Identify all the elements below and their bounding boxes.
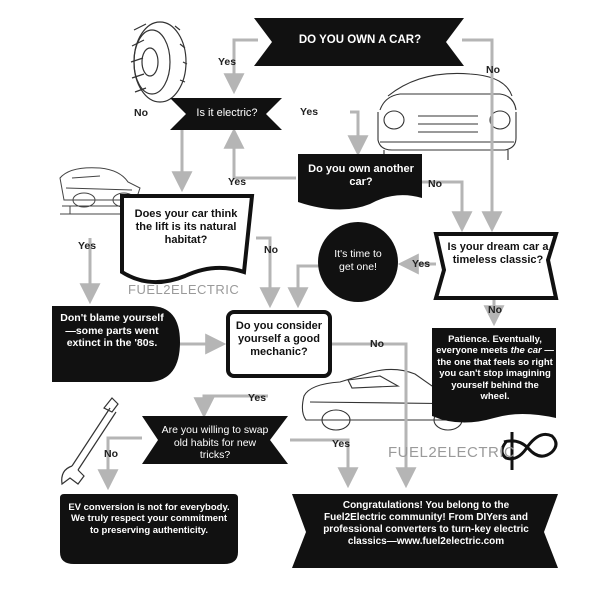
congrats-text: Congratulations! You belong to the Fuel2… <box>323 500 529 547</box>
label-no-swap-to-ev: No <box>104 448 118 460</box>
label-yes-own-to-electric: Yes <box>218 56 237 68</box>
label-no-electric-to-lift: No <box>134 107 148 119</box>
own-car-node-shape <box>254 18 464 66</box>
own-car-question: DO YOU OWN A CAR? <box>298 34 422 46</box>
label-no-dream-to-patience: No <box>488 304 502 316</box>
label-no-another-to-dream: No <box>428 178 442 190</box>
patience-text-emphasis: the car <box>510 345 542 357</box>
lift-habitat-question: Does your car think the lift is its natu… <box>134 208 238 247</box>
is-electric-node-shape <box>170 98 282 130</box>
wrench-icon <box>61 397 119 486</box>
patience-node-shape <box>432 328 556 423</box>
label-yes-another-to-electric: Yes <box>228 176 247 188</box>
tire-icon <box>130 21 188 103</box>
ev-not-for-text: EV conversion is not for everybody. We t… <box>68 502 230 536</box>
time-to-get-node-shape <box>318 222 398 302</box>
brand-wordmark-right: FUEL2ELECTRIC <box>388 444 516 461</box>
dream-car-node-shape <box>433 232 559 300</box>
label-no-own-to-dream: No <box>486 64 500 76</box>
dont-blame-node-shape <box>52 306 180 382</box>
time-to-get-text: It's time to get one! <box>334 248 382 273</box>
patience-text: Patience. Eventually, everyone meets the… <box>436 334 554 402</box>
label-yes-lift-to-blame: Yes <box>78 240 97 252</box>
label-yes-mechanic-to-swap: Yes <box>248 392 267 404</box>
own-another-node-shape <box>298 154 422 210</box>
dream-car-question: Is your dream car a timeless classic? <box>447 241 549 267</box>
swap-habits-question: Are you willing to swap old habits for n… <box>161 424 269 462</box>
label-yes-electric-to-another: Yes <box>300 106 319 118</box>
ev-not-for-node-shape <box>60 494 238 564</box>
patience-text-part1: Patience. Eventually, everyone meets <box>436 334 542 357</box>
mechanic-question: Do you consider yourself a good mechanic… <box>235 320 323 359</box>
label-yes-dream-to-time: Yes <box>412 258 431 270</box>
patience-text-part2: —the one that feels so right you can't s… <box>437 345 554 402</box>
label-no-mechanic-to-congrats: No <box>370 338 384 350</box>
swap-habits-node-shape <box>142 416 288 464</box>
congrats-node-shape <box>292 494 558 568</box>
label-yes-swap-to-congrats: Yes <box>332 438 351 450</box>
fuel2electric-logo <box>500 432 558 470</box>
lift-habitat-node-shape <box>120 194 255 285</box>
is-electric-question: Is it electric? <box>196 107 258 119</box>
own-another-question: Do you own another car? <box>308 163 414 189</box>
dont-blame-text: Don't blame yourself—some parts went ext… <box>60 312 164 350</box>
mechanic-node-shape <box>226 310 332 378</box>
connectors <box>79 38 505 491</box>
brand-wordmark-left: FUEL2ELECTRIC <box>128 282 240 297</box>
classic-car-front-icon <box>377 72 517 160</box>
label-no-lift-to-mechanic: No <box>264 244 278 256</box>
